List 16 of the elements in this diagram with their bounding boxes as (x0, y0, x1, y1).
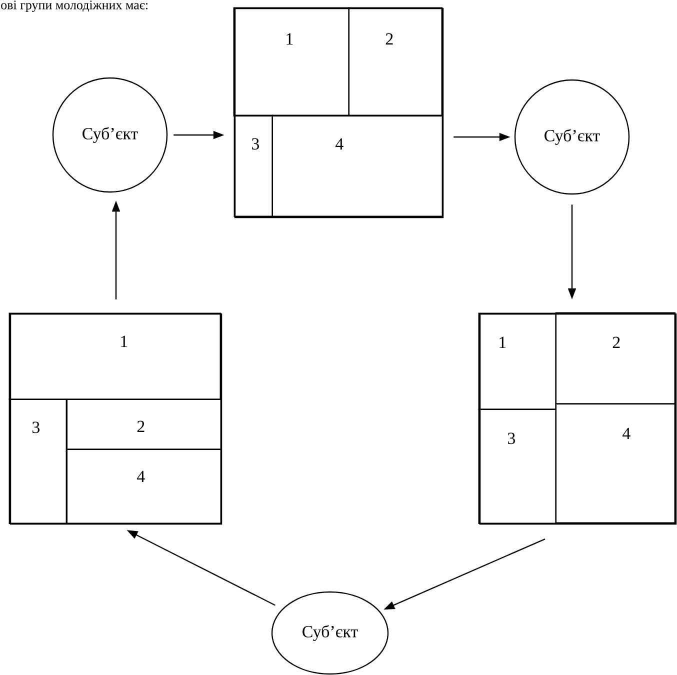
numbered-cell: 4 (272, 114, 443, 217)
numbered-cell: 4 (555, 403, 676, 524)
numbered-cell: 2 (348, 7, 442, 116)
numbered-cell: 3 (234, 114, 273, 217)
numbered-cell: 1 (233, 7, 350, 116)
numbered-cell: 3 (8, 398, 67, 524)
block-box (234, 8, 444, 218)
block-box (479, 313, 677, 525)
numbered-cell: 2 (66, 398, 222, 450)
numbered-cell: 1 (478, 312, 556, 410)
numbered-cell: 2 (555, 312, 676, 404)
numbered-cell: 3 (478, 408, 556, 524)
numbered-cell: 4 (66, 448, 222, 524)
heading-text: ові групи молодіжних має: (1, 0, 148, 12)
block-box (10, 313, 222, 525)
numbered-cell: 1 (8, 312, 221, 400)
